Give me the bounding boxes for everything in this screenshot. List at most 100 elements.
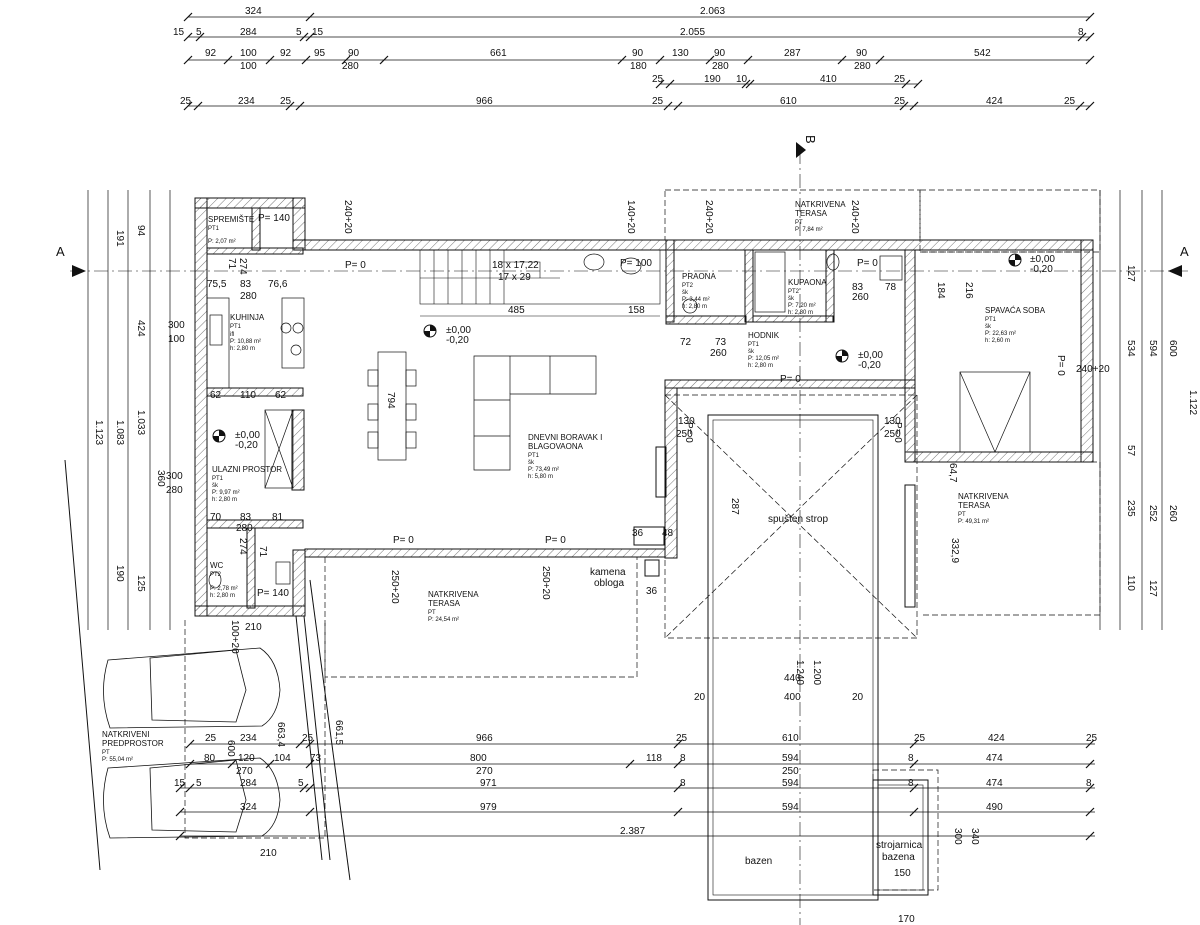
bottom-dim: 120 (238, 753, 255, 764)
inner-dim: 300 (166, 471, 183, 482)
bottom-dim: 610 (782, 733, 799, 744)
top-dim: 324 (245, 6, 262, 17)
level-icon (1008, 253, 1022, 267)
bottom-dim: 8 (908, 753, 914, 764)
columns (633, 446, 916, 608)
vertical-dim: 235 (1125, 500, 1136, 517)
inner-dim: 64,7 (947, 463, 958, 483)
bottom-dim: 474 (986, 778, 1003, 789)
inner-dim: 62 (275, 390, 287, 401)
bottom-dimension-text: 25 234 25 966 25 610 25 424 25 80 120 10… (174, 733, 1098, 837)
top-dim: 100 (240, 48, 257, 59)
bottom-dim: 594 (782, 753, 799, 764)
room-name: NATKRIVENA (428, 590, 479, 599)
room-height: h: 2,80 m (210, 593, 235, 599)
room-name: KUPAONA (788, 278, 827, 287)
room-name: SPAVAĆA SOBA (985, 306, 1046, 315)
inner-dim: 240+20 (849, 200, 860, 234)
room-area: P: 7,84 m² (795, 227, 823, 233)
inner-dim: 240+20 (342, 200, 353, 234)
room-finish: ifl (230, 332, 234, 338)
inner-dim: 240+20 (1076, 364, 1110, 375)
driveway-boundary (64, 459, 351, 881)
level-text: -0,20 (858, 360, 881, 371)
floor-p: P= 0 (683, 422, 694, 443)
room-name: HODNIK (748, 331, 780, 340)
bottom-dim: 5 (196, 778, 202, 789)
staircase (419, 249, 661, 305)
bottom-dim: 25 (302, 733, 314, 744)
inner-dim: 70 (210, 512, 222, 523)
bottom-dim: 2.387 (620, 826, 645, 837)
section-b-label: B (803, 135, 818, 144)
room-name: SPREMIŠTE (208, 215, 254, 224)
room-height: h: 2,80 m (212, 497, 237, 503)
room-area: P: 24,54 m² (428, 617, 459, 623)
vertical-dim: 252 (1147, 505, 1158, 522)
dining-table (367, 351, 417, 461)
section-b-arrow-icon (796, 142, 806, 158)
ceiling-label: spušten strop (768, 514, 828, 525)
inner-dim: 250 (676, 429, 693, 440)
inner-dim: 600 (225, 740, 236, 757)
level-icon (423, 324, 437, 338)
bottom-dim: 25 (676, 733, 688, 744)
room-name: PRAONA (682, 272, 716, 281)
top-dim: 15 (312, 27, 324, 38)
room-height: h: 2,80 m (682, 304, 707, 310)
room-name: NATKRIVENA (795, 200, 846, 209)
level-text: ±0,00 (235, 430, 260, 441)
top-dim: 610 (780, 96, 797, 107)
level-text: ±0,00 (446, 325, 471, 336)
room-name: KUHINJA (230, 313, 265, 322)
inner-dim: 72 (680, 337, 692, 348)
inner-dim: 210 (245, 622, 262, 633)
stair-label: 18 x 17,22 (492, 260, 539, 271)
top-dim: 542 (974, 48, 991, 59)
bathroom-fixtures (208, 251, 903, 589)
room-code: PT1 (985, 317, 997, 323)
bottom-dim: 73 (310, 753, 322, 764)
inner-dim: 280 (240, 291, 257, 302)
top-dim: 90 (348, 48, 360, 59)
inner-dim: 274 (237, 538, 248, 555)
vertical-dim: 594 (1147, 340, 1158, 357)
bottom-dim: 80 (204, 753, 216, 764)
bottom-dimension-lines (175, 739, 1095, 841)
top-dim: 410 (820, 74, 837, 85)
inner-dim: 140+20 (625, 200, 636, 234)
inner-dim: 100 (168, 334, 185, 345)
floor-p: P= 0 (345, 260, 366, 271)
inner-dim: 260 (710, 348, 727, 359)
top-dim: 25 (652, 96, 664, 107)
level-text: -0,20 (1030, 264, 1053, 275)
bottom-dim: 25 (914, 733, 926, 744)
room-finish: šk (528, 460, 535, 466)
room-height: h: 2,80 m (748, 363, 773, 369)
room-name: TERASA (795, 209, 828, 218)
top-dim: 90 (714, 48, 726, 59)
top-dim: 90 (856, 48, 868, 59)
bottom-dim: 25 (205, 733, 217, 744)
inner-dim: 20 (694, 692, 706, 703)
inner-dim: 130 (884, 416, 901, 427)
floor-p: P= 0 (892, 422, 903, 443)
inner-dim: 76,6 (268, 279, 288, 290)
top-dim: 284 (240, 27, 257, 38)
room-name: ULAZNI PROSTOR (212, 465, 282, 474)
inner-dim: 75,5 (207, 279, 227, 290)
floor-p: P= 0 (393, 535, 414, 546)
room-code: PT2 (788, 289, 800, 295)
room-area: P: 12,05 m² (748, 356, 779, 362)
room-height: h: 2,60 m (985, 338, 1010, 344)
inner-dim: 62 (210, 390, 222, 401)
inner-dim: 210 (260, 848, 277, 859)
inner-dim: 216 (963, 282, 974, 299)
room-code: PT1 (748, 342, 760, 348)
top-dim: 25 (894, 74, 906, 85)
room-finish: šk (985, 324, 992, 330)
inner-dim: 83 (240, 279, 252, 290)
top-dim: 424 (986, 96, 1003, 107)
room-code: PT2 (210, 572, 222, 578)
